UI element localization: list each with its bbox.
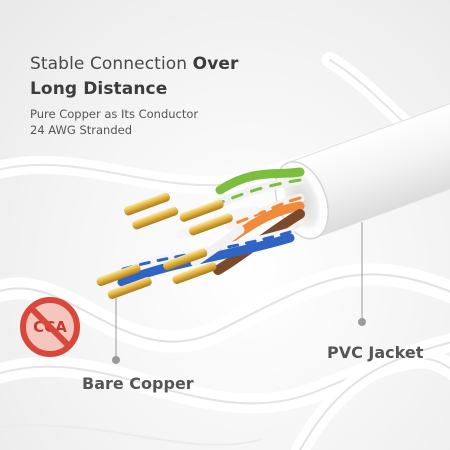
headline-line1-prefix: Stable Connection: [30, 54, 193, 74]
copper-strand-1: [124, 192, 170, 216]
bare-copper-conductors: [96, 192, 233, 299]
headline-line1-bold: Over: [192, 54, 239, 74]
copper-strand-3: [179, 199, 224, 222]
headline: Stable Connection Over Long Distance: [30, 52, 239, 102]
copper-strand-2: [132, 206, 179, 230]
headline-line2-bold: Long Distance: [30, 79, 168, 99]
copper-strand-7: [163, 248, 208, 271]
copper-strand-8: [172, 261, 217, 284]
copper-strand-5: [96, 264, 141, 287]
callout-lines: [112, 222, 366, 364]
subtext-conductor: Pure Copper as Its Conductor: [30, 107, 199, 121]
pvc-jacket-label: PVC Jacket: [327, 343, 424, 362]
copper-strand-6: [107, 277, 152, 299]
subtext-awg: 24 AWG Stranded: [30, 123, 133, 137]
bare-copper-label: Bare Copper: [82, 374, 194, 393]
copper-strand-4: [188, 213, 233, 236]
no-cca-prohibition-icon: CCA: [20, 297, 80, 357]
